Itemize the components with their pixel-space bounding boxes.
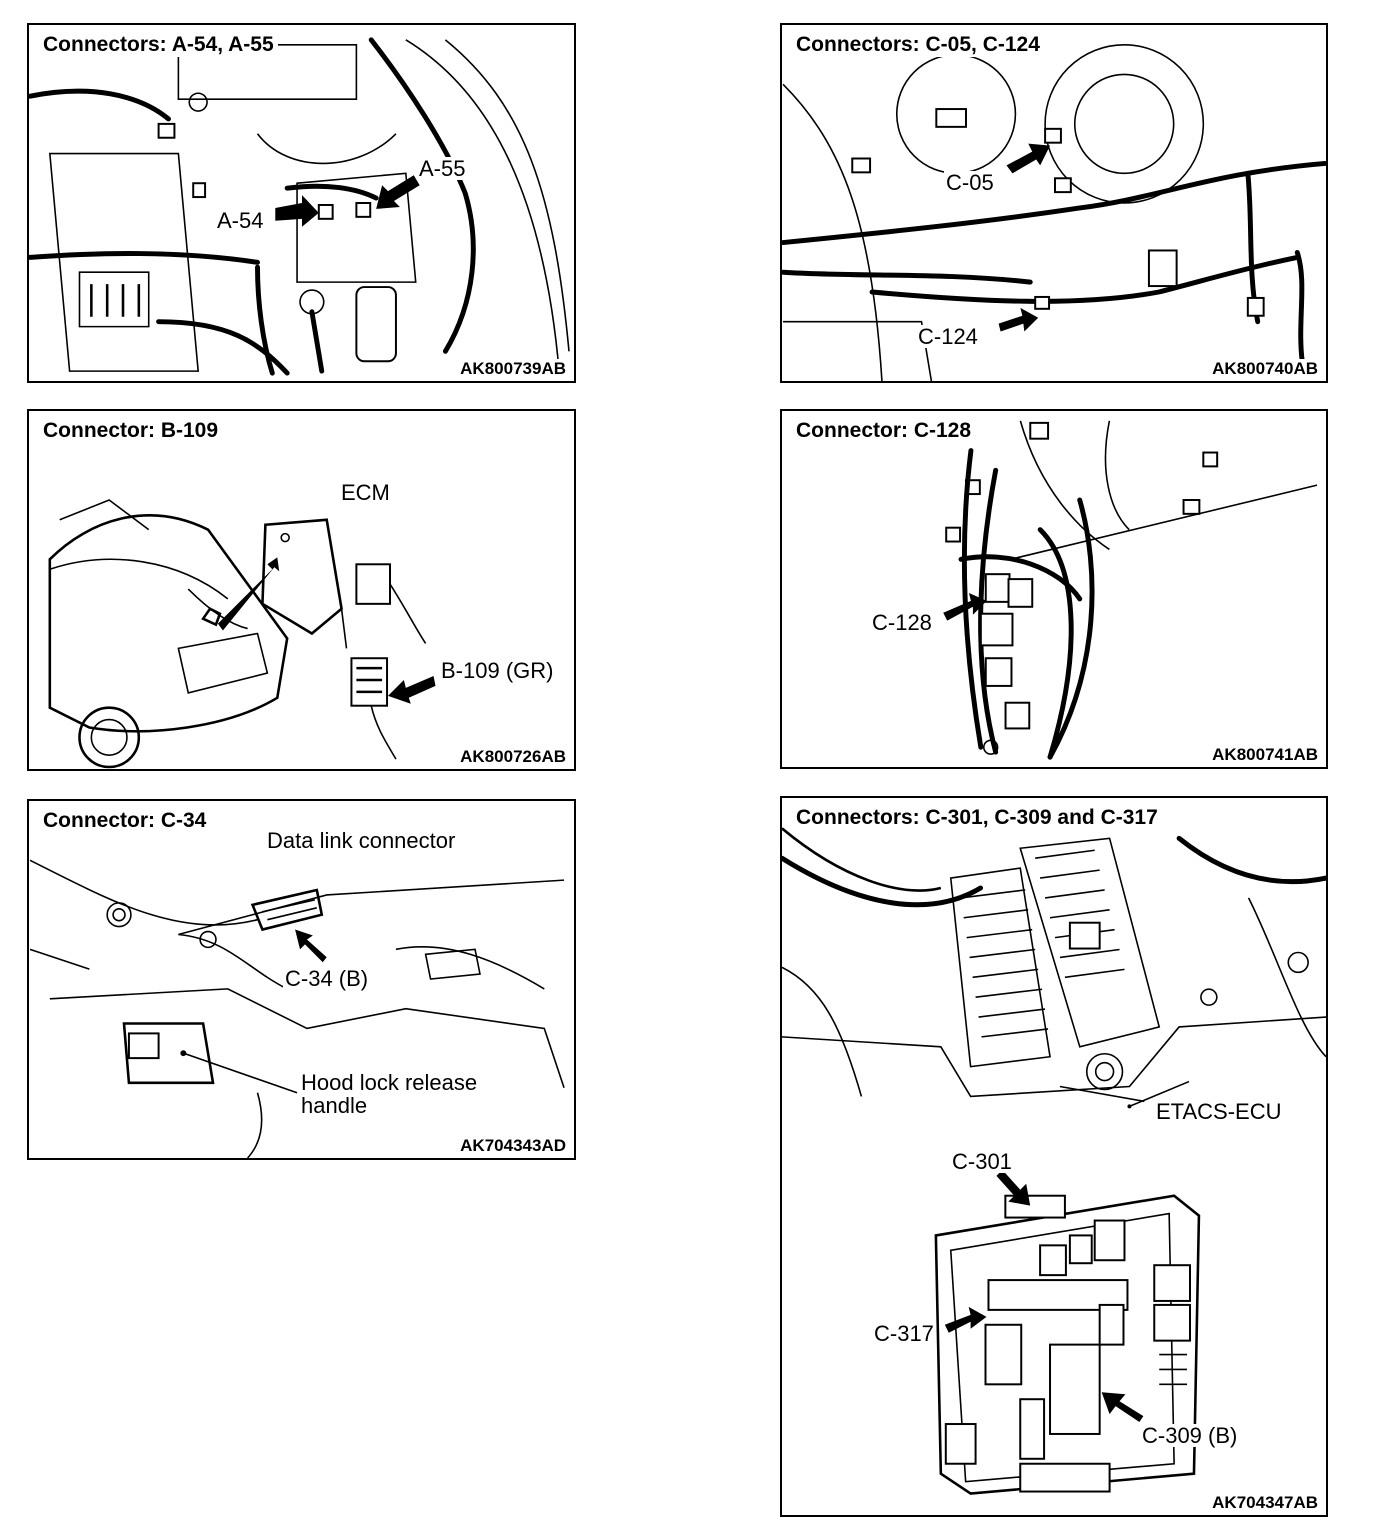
label-a55: A-55 <box>417 156 468 181</box>
panel-c301-c309-c317: Connectors: C-301, C-309 and C-317 ETACS… <box>780 796 1328 1517</box>
figure-code: AK800740AB <box>1210 359 1320 379</box>
panel-a54-a55: Connectors: A-54, A-55 A-54 A-55 AK80073… <box>27 23 576 383</box>
panel-title: Connectors: C-301, C-309 and C-317 <box>792 806 1162 830</box>
label-data-link-connector: Data link connector <box>265 828 458 853</box>
arrow-c128 <box>943 592 987 621</box>
label-a54: A-54 <box>215 208 266 233</box>
illustration-etacs-ecu <box>782 827 1326 1495</box>
panel-c34: Connector: C-34 Data link connector C-34… <box>27 799 576 1160</box>
panel-title: Connectors: A-54, A-55 <box>39 33 278 57</box>
illustration-harness-c128 <box>943 420 1318 760</box>
figure-code: AK800739AB <box>458 359 568 379</box>
label-etacs-ecu: ETACS-ECU <box>1154 1099 1284 1124</box>
panel-b109: Connector: B-109 ECM B-109 (GR) AK800726… <box>27 409 576 771</box>
arrow-a55 <box>376 175 420 209</box>
figure-code: AK704343AD <box>458 1136 568 1156</box>
illustration-car-ecm <box>48 499 436 769</box>
arrow-a54 <box>275 195 319 227</box>
arrow-c309 <box>1101 1392 1144 1423</box>
arrow-c34 <box>295 929 327 963</box>
panel-c05-c124: Connectors: C-05, C-124 C-05 C-124 AK800… <box>780 23 1328 383</box>
label-c301: C-301 <box>950 1149 1014 1174</box>
panel-title: Connector: C-34 <box>39 809 211 833</box>
panel-title: Connectors: C-05, C-124 <box>792 33 1044 57</box>
figure-code: AK800726AB <box>458 747 568 767</box>
label-hood-lock-release-handle: Hood lock release handle <box>299 1071 513 1117</box>
label-ecm: ECM <box>339 480 392 505</box>
panel-c128: Connector: C-128 C-128 AK800741AB <box>780 409 1328 769</box>
illustration-dash-c05-c124 <box>782 43 1326 381</box>
label-c317: C-317 <box>872 1321 936 1346</box>
arrow-b109 <box>388 676 436 704</box>
label-c34: C-34 (B) <box>283 966 371 991</box>
illustration-dash-lower-c34 <box>29 859 565 1158</box>
label-c128: C-128 <box>870 610 934 635</box>
figure-code: AK800741AB <box>1210 745 1320 765</box>
illustration-engine-bay-a54-a55 <box>29 37 570 376</box>
arrow-c301 <box>996 1169 1031 1206</box>
label-c05: C-05 <box>944 170 996 195</box>
arrow-c124 <box>998 307 1039 332</box>
arrow-c05 <box>1006 143 1051 174</box>
panel-title: Connector: C-128 <box>792 419 976 443</box>
figure-code: AK704347AB <box>1210 1493 1320 1513</box>
label-c309: C-309 (B) <box>1140 1423 1240 1448</box>
arrow-c317 <box>944 1306 987 1333</box>
label-c124: C-124 <box>916 324 980 349</box>
panel-title: Connector: B-109 <box>39 419 223 443</box>
label-b109: B-109 (GR) <box>439 658 556 683</box>
